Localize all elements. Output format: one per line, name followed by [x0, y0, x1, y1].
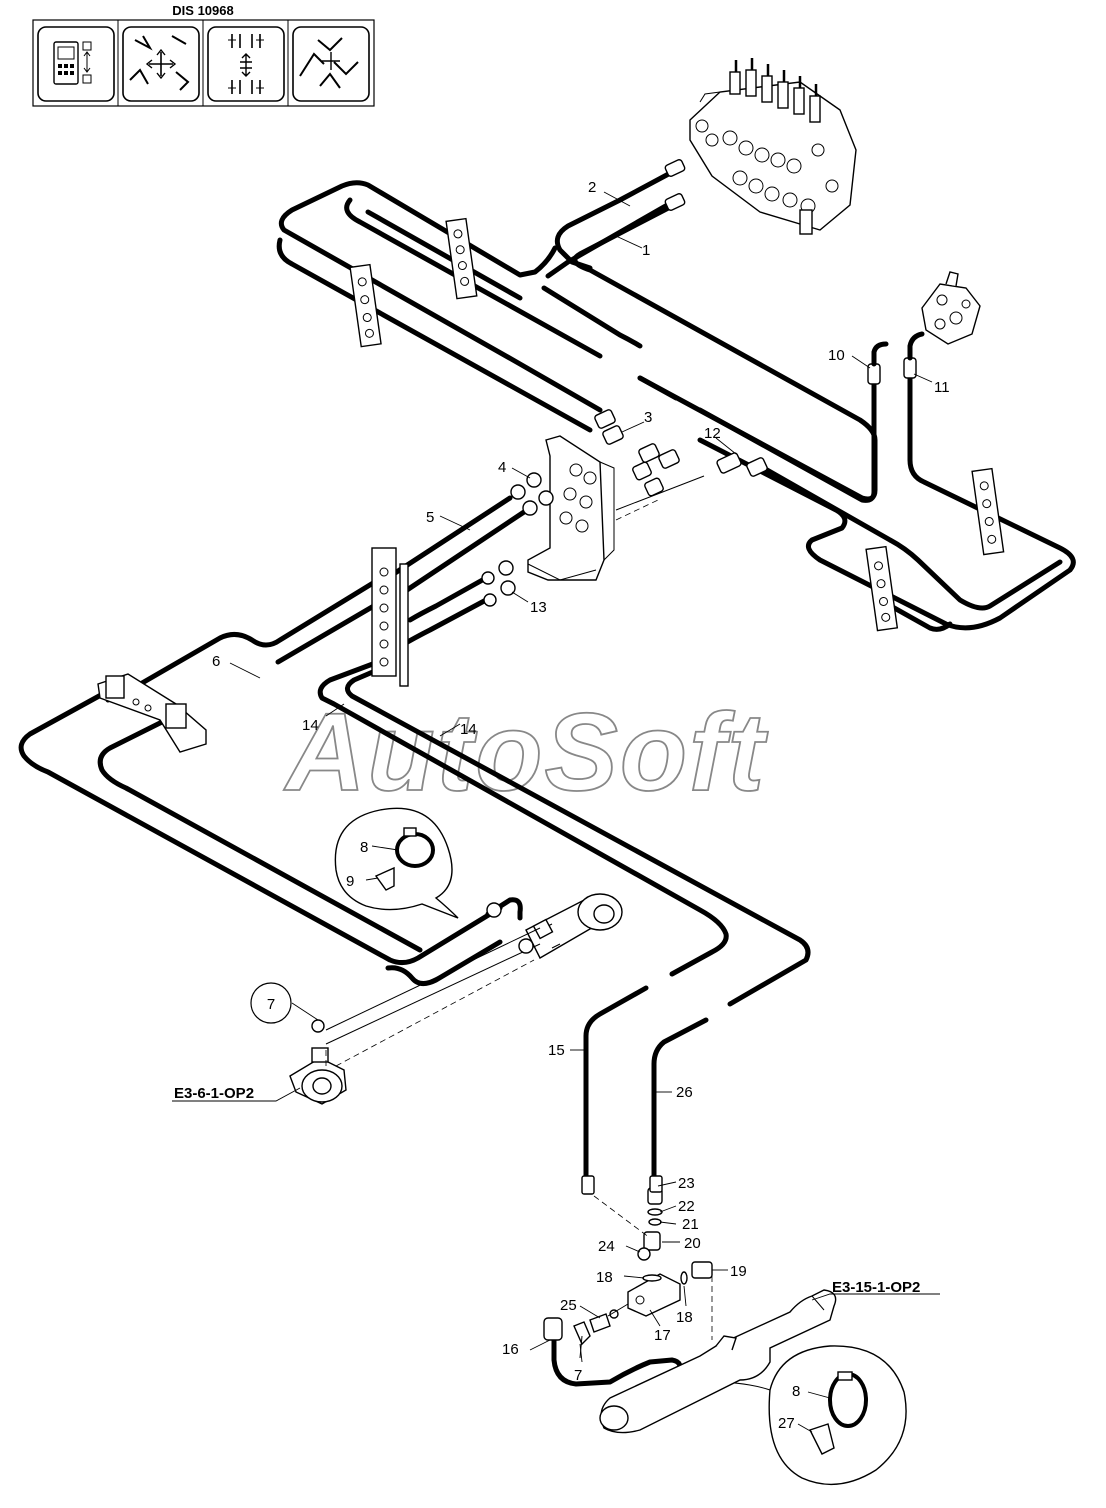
callout-18b: 18: [676, 1309, 693, 1326]
callout-26: 26: [676, 1084, 693, 1101]
watermark: AutoSoft: [283, 691, 769, 814]
callout-15: 15: [548, 1042, 565, 1059]
callout-22: 22: [678, 1198, 695, 1215]
callout-16: 16: [502, 1341, 519, 1358]
callout-8a: 8: [360, 839, 368, 856]
callout-5: 5: [426, 509, 434, 526]
callout-21: 21: [682, 1216, 699, 1233]
callout-11: 11: [934, 379, 950, 396]
cylinder-arrows-icon: [207, 26, 285, 102]
callout-2: 2: [588, 179, 596, 196]
lower-valve-block: [543, 1175, 837, 1434]
callout-13: 13: [530, 599, 547, 616]
callout-14a: 14: [302, 717, 319, 734]
callout-8b: 8: [792, 1383, 800, 1400]
drawing-number: DIS 10968: [172, 3, 233, 18]
callout-3: 3: [644, 409, 652, 426]
detail-bubble-clamp: [334, 807, 459, 919]
ref-arm: E3-15-1-OP2: [832, 1279, 920, 1296]
callout-10: 10: [828, 347, 845, 364]
mounting-bracket: [527, 435, 615, 581]
callout-7-circle: [250, 982, 292, 1024]
ref-cylinder: E3-6-1-OP2: [174, 1085, 254, 1102]
boom-positions-icon: [292, 26, 370, 102]
callout-12: 12: [704, 425, 721, 442]
hoses: [18, 167, 1076, 1395]
callout-17: 17: [654, 1327, 671, 1344]
callout-27: 27: [778, 1415, 795, 1432]
callout-25: 25: [560, 1297, 577, 1314]
callout-20: 20: [684, 1235, 701, 1252]
callout-19: 19: [730, 1263, 747, 1280]
fittings: [481, 159, 925, 607]
callouts: 2 1 3 4 5 6 10 11 12 13 14 14 8 9 7 E3-6…: [174, 179, 950, 1432]
callout-14b: 14: [460, 721, 477, 738]
pilot-valve: [921, 271, 981, 345]
control-unit-icon: [37, 26, 115, 102]
boom-cylinder: [289, 893, 623, 1105]
callout-18a: 18: [596, 1269, 613, 1286]
callout-24: 24: [598, 1238, 615, 1255]
boom-movement-icon: [122, 26, 200, 102]
callout-9: 9: [346, 873, 354, 890]
callout-1: 1: [642, 242, 650, 259]
callout-4: 4: [498, 459, 506, 476]
header-strip: DIS 10968: [32, 3, 375, 107]
clamp-blocks: [97, 217, 1005, 753]
main-control-valve: [689, 58, 857, 235]
callout-7: 7: [574, 1367, 582, 1384]
callout-23: 23: [678, 1175, 695, 1192]
callout-7-circle-label: 7: [267, 996, 275, 1013]
leader-lines: [172, 191, 940, 1433]
callout-6: 6: [212, 653, 220, 670]
